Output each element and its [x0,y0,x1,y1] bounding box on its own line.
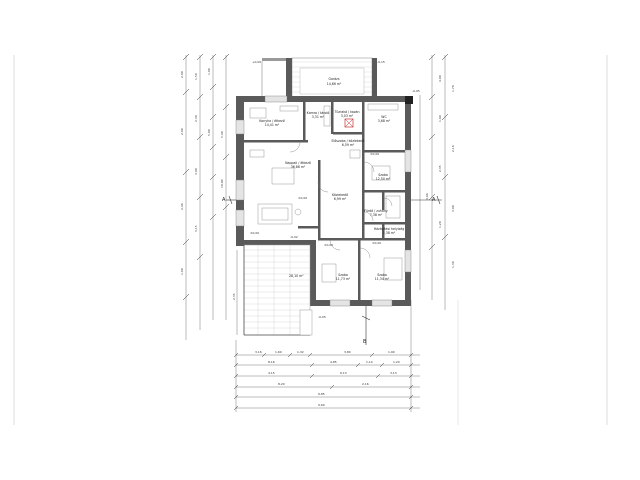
level-mark-7: -0,05 [318,315,326,319]
terrace [243,244,313,336]
dim-bottom-1b: 1,60 [275,350,282,354]
room-name-hall: Előszoba / közlekedő [331,139,364,143]
dim-left-3: 2,46 [180,203,184,210]
axis-label-b: B [363,339,367,345]
dim-bottom-4a: 8,20 [278,382,285,386]
dim-bottom-1c: 1,32 [297,350,304,354]
terrace-area: 28,10 m² [289,274,304,278]
dim-left-9: 1,00 [207,68,211,75]
room-name-wc: WC [381,115,387,119]
level-top-4: -0,05 [412,89,420,93]
dim-left-1: 2,00 [180,71,184,78]
room-area-corridor: 6,99 m² [334,197,347,201]
dim-left-8: 3,15 [194,225,198,232]
bottom-dimension-labels: 3,16 1,60 1,32 3,80 1,90 8,16 4,85 1,14 … [255,350,400,407]
room-area-living: 36,86 m² [291,165,306,169]
room-area-bath: 7,38 m² [370,213,383,217]
furniture [249,103,403,283]
room-labels: Konyha / étkező 14,41 m² Kamra / tároló … [259,110,404,281]
dim-right-3: 2,35 [438,165,442,172]
axis-label-a-right: A [432,197,436,203]
dim-right-1: 4,00 [438,75,442,82]
dim-bottom-6: 9,60 [318,403,325,407]
left-dimension-labels: 2,00 2,00 2,46 1,60 1,50 2,30 3,00 3,15 … [180,68,236,300]
dim-bottom-4b: 2,16 [362,382,369,386]
dim-bottom-5: 9,85 [318,392,325,396]
dim-bottom-2b: 4,85 [330,360,337,364]
room-name-room-2: Szoba [338,273,348,277]
room-name-corridor: Közlekedő [332,193,348,197]
dim-left-2: 2,00 [180,128,184,135]
room-name-pantry: Kamra / tároló [307,111,330,115]
house-walls [235,95,413,307]
dim-bottom-3a: 4,15 [268,371,275,375]
room-name-room-1: Szoba [378,173,388,177]
left-dimension-chains [182,53,238,340]
room-name-garage: Garázs [328,77,339,81]
dim-bottom-2c: 1,14 [366,360,373,364]
bottom-dimension-chains [233,300,420,412]
level-mark-1: ±0,00 [298,196,307,200]
dim-right-4: 1,20 [438,221,442,228]
dim-right-8: 1,30 [451,261,455,268]
level-mark-3: -0,02 [290,235,298,239]
dim-bottom-3b: 6,13 [340,371,347,375]
room-area-pantry: 3,31 m² [312,115,325,119]
room-area-kitchen: 14,41 m² [265,123,280,127]
dim-left-4: 1,60 [180,268,184,275]
dim-bottom-2a: 8,16 [268,360,275,364]
level-mark-6: ±0,00 [372,241,381,245]
dim-left-6: 2,30 [194,115,198,122]
axis-label-a-left: A [222,197,226,203]
section-axis-a: A A [222,195,442,205]
room-area-utility: 3,38 m² [383,231,396,235]
dim-bottom-1a: 3,16 [255,350,262,354]
dim-left-11: 5,40 [220,131,224,138]
dim-left-13: 2,35 [232,293,236,300]
room-area-boiler: 3,03 m² [341,114,354,118]
interior-level-marks: ±0,00 ±0,00 -0,02 ±0,00 ±0,00 ±0,00 -0,0… [250,152,381,319]
right-dimension-chains [419,53,449,310]
dim-right-6: 2,16 [451,145,455,152]
level-mark-5: ±0,00 [324,243,333,247]
room-area-wc: 3,68 m² [378,119,391,123]
room-name-utility: Háztartási helyiség [374,227,405,231]
dim-bottom-1e: 1,90 [388,350,395,354]
room-area-hall: 6,59 m² [342,143,355,147]
dim-bottom-2d: 1,20 [393,360,400,364]
dim-bottom-3c: 3,13 [390,371,397,375]
dim-right-2: 1,60 [438,115,442,122]
dim-right-9: 4,66 [425,193,429,200]
right-dimension-labels: 4,00 1,60 2,35 1,20 1,70 2,16 3,00 1,30 … [425,75,455,268]
level-mark-4: ±0,00 [370,152,379,156]
level-mark-2: ±0,00 [250,231,259,235]
room-area-room-3: 11,34 m² [375,277,390,281]
room-name-room-3: Szoba [377,273,387,277]
level-top-1: +0,00 [252,60,261,64]
room-name-kitchen: Konyha / étkező [259,119,284,123]
room-name-boiler: Tűzrakó / kazán [333,110,359,114]
dim-bottom-1d: 3,80 [344,350,351,354]
dim-left-12: 10,00 [220,179,224,188]
dim-left-7: 3,00 [194,168,198,175]
dim-right-5: 1,70 [451,85,455,92]
room-name-bath: Fürdő / zuhany [364,209,388,213]
room-name-living: Nappali / étkező [285,161,311,165]
level-top-3: -0,15 [377,60,385,64]
door-swings [289,141,393,259]
garage-block [261,57,377,100]
dim-right-7: 3,00 [451,205,455,212]
dim-left-5: 1,50 [194,73,198,80]
room-area-garage: 14,66 m² [327,82,342,86]
room-area-room-1: 12,50 m² [376,177,391,181]
dim-left-10: 5,00 [207,129,211,136]
room-area-room-2: 11,73 m² [336,277,351,281]
section-axis-b: B [361,306,371,345]
